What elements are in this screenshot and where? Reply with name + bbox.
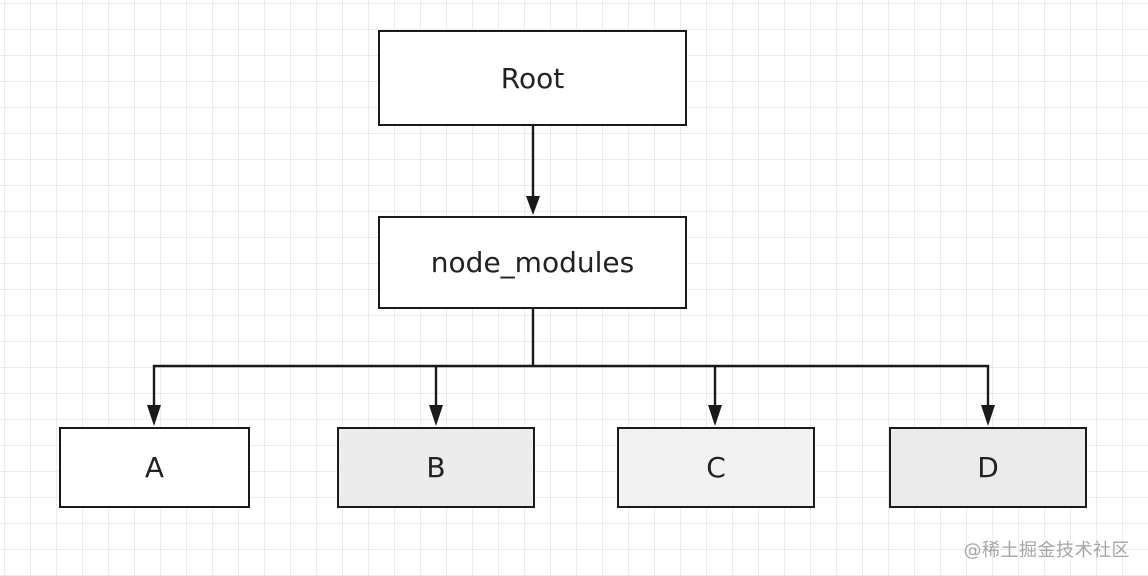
arrowhead-c: [708, 405, 722, 426]
node-root: Root: [378, 30, 687, 126]
node-d-label: D: [977, 451, 999, 484]
node-c: C: [617, 427, 815, 508]
node-d: D: [889, 427, 1087, 508]
edge-horizontal-bus: [152, 364, 990, 406]
arrowhead-node-modules: [526, 196, 540, 215]
node-root-label: Root: [500, 61, 565, 95]
node-node-modules: node_modules: [378, 216, 687, 309]
arrowhead-b: [429, 405, 443, 426]
arrowhead-a: [147, 405, 161, 426]
node-b: B: [337, 427, 535, 508]
node-b-label: B: [426, 451, 446, 484]
node-node-modules-label: node_modules: [430, 246, 635, 279]
node-a: A: [59, 427, 250, 508]
node-a-label: A: [144, 451, 165, 484]
arrowhead-d: [981, 405, 995, 426]
node-c-label: C: [706, 451, 726, 484]
watermark: @稀土掘金技术社区: [963, 540, 1130, 561]
